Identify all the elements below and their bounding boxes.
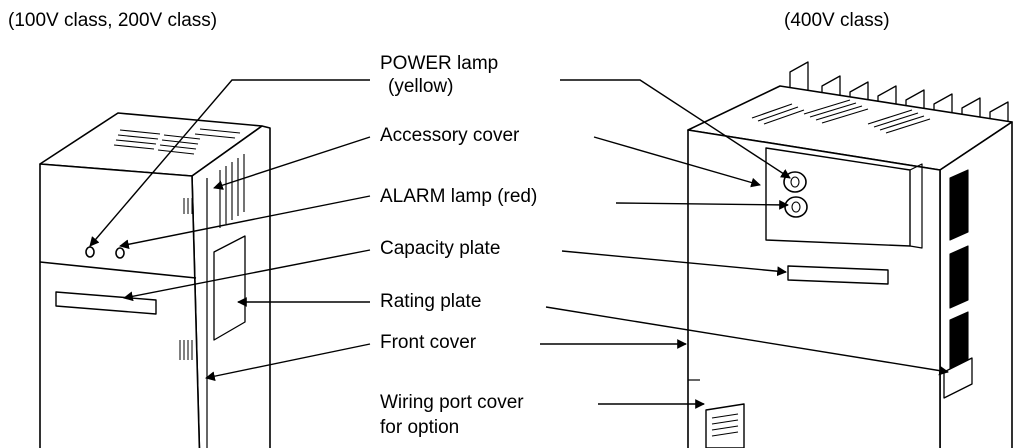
- leader-power-lamp-left: [89, 79, 370, 247]
- label-power-lamp: POWER lamp: [380, 53, 499, 74]
- right-unit-wiring-port-cover: [705, 403, 745, 448]
- left-unit-cover-split: [39, 261, 197, 279]
- leader-power-lamp-right: [560, 79, 791, 179]
- right-inverter-unit: [687, 61, 1013, 448]
- label-wiring-port-cover: Wiring port cover: [380, 392, 524, 413]
- right-unit-side-vents: [949, 169, 969, 371]
- leader-capacity-plate-left: [123, 249, 371, 302]
- left-unit-top-vents: [113, 128, 241, 155]
- leader-lines: [89, 79, 949, 409]
- header-left: (100V class, 200V class): [8, 10, 218, 31]
- right-unit-rating-plate: [943, 357, 973, 399]
- leader-accessory-cover-right: [593, 136, 761, 188]
- label-accessory-cover: Accessory cover: [380, 125, 520, 146]
- label-alarm-lamp: ALARM lamp (red): [380, 186, 538, 207]
- right-unit-capacity-plate: [787, 265, 889, 285]
- leader-alarm-lamp-left: [119, 195, 371, 250]
- leader-capacity-plate-right: [561, 250, 787, 277]
- label-capacity-plate: Capacity plate: [380, 238, 501, 259]
- leader-rating-plate-right: [545, 306, 949, 376]
- left-unit-alarm-lamp: [115, 247, 125, 259]
- label-power-lamp-color: (yellow): [388, 76, 454, 97]
- right-unit-top-vents: [751, 99, 931, 134]
- header-right: (400V class): [784, 10, 890, 31]
- label-front-cover: Front cover: [380, 332, 477, 353]
- left-unit-rating-plate: [213, 235, 246, 341]
- left-unit-side-vents: [219, 154, 245, 228]
- label-rating-plate: Rating plate: [380, 291, 482, 312]
- leader-accessory-cover-left: [213, 136, 371, 190]
- left-inverter-unit: [39, 112, 271, 448]
- left-unit-capacity-plate: [55, 291, 157, 315]
- leader-front-cover-left: [205, 343, 371, 382]
- leader-alarm-lamp-right: [615, 199, 789, 210]
- label-wiring-port-option: for option: [380, 417, 460, 438]
- left-unit-power-lamp: [85, 246, 95, 258]
